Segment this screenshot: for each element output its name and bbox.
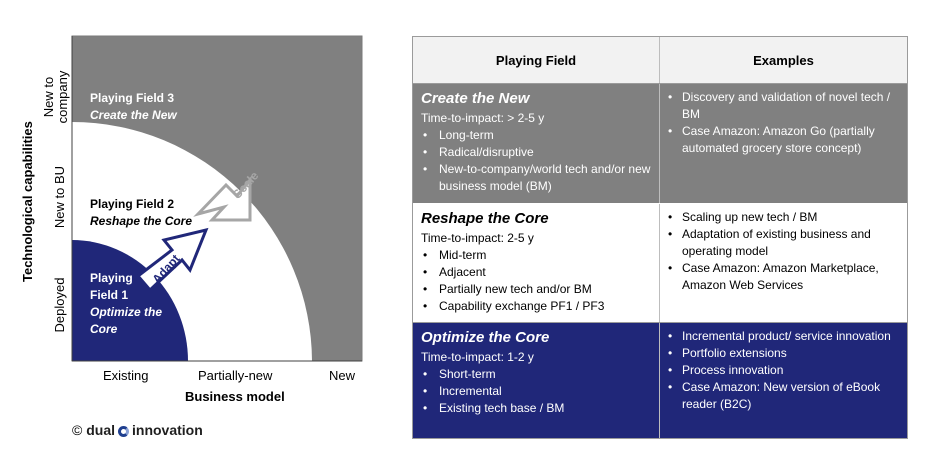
list-item: Incremental bbox=[421, 383, 651, 400]
playing-field-1-label: Playing Field 1 Optimize the Core bbox=[90, 271, 163, 336]
list-item: Case Amazon: Amazon Marketplace, Amazon … bbox=[668, 260, 899, 294]
list-item: Discovery and validation of novel tech /… bbox=[668, 89, 899, 123]
playing-field-diagram bbox=[71, 35, 363, 362]
table-header-row: Playing Field Examples bbox=[413, 37, 907, 84]
characteristics-list: Mid-term Adjacent Partially new tech and… bbox=[421, 247, 651, 315]
x-axis-title: Business model bbox=[185, 389, 285, 404]
header-examples: Examples bbox=[659, 37, 907, 83]
characteristics-list: Long-term Radical/disruptive New-to-comp… bbox=[421, 127, 651, 195]
y-tick-new-to-bu: New to BU bbox=[52, 165, 67, 229]
list-item: Portfolio extensions bbox=[668, 345, 899, 362]
field-title: Create the New bbox=[421, 90, 530, 107]
time-to-impact: Time-to-impact: 2-5 y bbox=[421, 231, 534, 245]
list-item: Case Amazon: New version of eBook reader… bbox=[668, 379, 899, 413]
examples-list: Incremental product/ service innovation … bbox=[668, 328, 899, 413]
table-row-optimize-the-core: Optimize the Core Time-to-impact: 1-2 y … bbox=[413, 323, 907, 438]
playing-field-table: Playing Field Examples Create the New Ti… bbox=[412, 36, 908, 439]
time-to-impact: Time-to-impact: > 2-5 y bbox=[421, 111, 545, 125]
logo-ring-icon bbox=[118, 426, 129, 437]
list-item: New-to-company/world tech and/or new bus… bbox=[421, 161, 651, 195]
y-axis-title: Technological capabilities bbox=[20, 121, 35, 282]
y-tick-new-to-company: New to company bbox=[41, 70, 70, 124]
list-item: Mid-term bbox=[421, 247, 651, 264]
field-1-area bbox=[72, 240, 188, 361]
characteristics-list: Short-term Incremental Existing tech bas… bbox=[421, 366, 651, 417]
examples-list: Scaling up new tech / BM Adaptation of e… bbox=[668, 209, 899, 294]
list-item: Partially new tech and/or BM bbox=[421, 281, 651, 298]
scale-arrow bbox=[193, 175, 252, 222]
table-row-create-the-new: Create the New Time-to-impact: > 2-5 y L… bbox=[413, 84, 907, 204]
list-item: Capability exchange PF1 / PF3 bbox=[421, 298, 651, 315]
header-playing-field: Playing Field bbox=[495, 52, 577, 68]
list-item: Case Amazon: Amazon Go (partially automa… bbox=[668, 123, 899, 157]
x-tick-partially-new: Partially-new bbox=[198, 368, 273, 383]
playing-field-2-label: Playing Field 2 Reshape the Core bbox=[90, 197, 193, 228]
field-title: Reshape the Core bbox=[421, 210, 549, 227]
list-item: Long-term bbox=[421, 127, 651, 144]
list-item: Short-term bbox=[421, 366, 651, 383]
list-item: Existing tech base / BM bbox=[421, 400, 651, 417]
list-item: Radical/disruptive bbox=[421, 144, 651, 161]
time-to-impact: Time-to-impact: 1-2 y bbox=[421, 350, 534, 364]
playing-field-3-label: Playing Field 3 Create the New bbox=[90, 91, 177, 122]
table-row-reshape-the-core: Reshape the Core Time-to-impact: 2-5 y M… bbox=[413, 204, 907, 323]
field-title: Optimize the Core bbox=[421, 329, 550, 346]
list-item: Adaptation of existing business and oper… bbox=[668, 226, 899, 260]
examples-list: Discovery and validation of novel tech /… bbox=[668, 89, 899, 157]
list-item: Process innovation bbox=[668, 362, 899, 379]
list-item: Incremental product/ service innovation bbox=[668, 328, 899, 345]
list-item: Scaling up new tech / BM bbox=[668, 209, 899, 226]
x-tick-new: New bbox=[329, 368, 356, 383]
x-tick-existing: Existing bbox=[103, 368, 149, 383]
list-item: Adjacent bbox=[421, 264, 651, 281]
y-tick-deployed: Deployed bbox=[52, 277, 67, 333]
adapt-arrow bbox=[135, 227, 209, 293]
